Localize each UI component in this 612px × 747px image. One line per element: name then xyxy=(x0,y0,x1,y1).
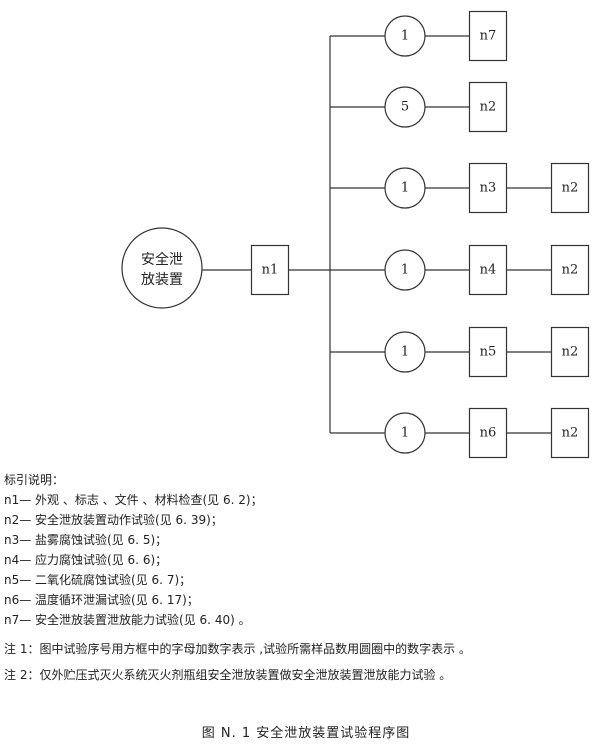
test-box-n2-label: n2 xyxy=(480,100,497,115)
notes: 注 1：图中试验序号用方框中的字母加数字表示 ,试验所需样品数用圆圈中的数字表示… xyxy=(4,636,608,688)
safety-relief-device-label: 安全泄放装置 xyxy=(141,251,183,288)
legend-item-n7: n7— 安全泄放装置泄放能力试验(见 6. 40) 。 xyxy=(4,613,251,627)
test-box-n7-label: n7 xyxy=(480,29,497,44)
note-2: 注 2：仅外贮压式灭火系统灭火剂瓶组安全泄放装置做安全泄放装置泄放能力试验 。 xyxy=(4,668,452,682)
diagram-nodes: 安全泄放装置 n1 1 n7 5 n2 1 n3 n2 1 n4 n2 1 n5 n2 1 n6 n2 xyxy=(121,10,590,459)
legend-item-n6: n6— 温度循环泄漏试验(见 6. 17)； xyxy=(4,593,199,607)
test-box-n2 xyxy=(550,162,590,214)
sample-count-circle xyxy=(384,15,426,57)
sample-count-label: 1 xyxy=(401,29,409,44)
test-box-n5-label: n5 xyxy=(480,345,497,360)
sample-count-label: 1 xyxy=(401,181,409,196)
sample-count-circle xyxy=(384,249,426,291)
sample-count-circle xyxy=(384,412,426,454)
sample-count-label: 1 xyxy=(401,263,409,278)
test-box-n5 xyxy=(468,326,508,378)
figure-caption: 图 N. 1 安全泄放装置试验程序图 xyxy=(201,726,411,741)
test-box-n1-label: n1 xyxy=(262,263,279,278)
test-procedure-diagram: 安全泄放装置 n1 1 n7 5 n2 1 n3 n2 1 n4 n2 1 n5 n2 1 n6 n2 xyxy=(121,10,590,459)
test-box-n6-label: n6 xyxy=(480,426,497,441)
sample-count-circle xyxy=(384,86,426,128)
test-box-n2 xyxy=(550,326,590,378)
test-box-n2 xyxy=(550,407,590,459)
test-box-n6 xyxy=(468,407,508,459)
sample-count-label: 5 xyxy=(401,100,409,115)
legend-heading: 标引说明： xyxy=(4,473,65,487)
test-box-n3 xyxy=(468,162,508,214)
test-box-n3-label: n3 xyxy=(480,181,497,196)
test-box-n2-label: n2 xyxy=(562,426,579,441)
test-box-n2 xyxy=(468,81,508,133)
sample-count-label: 1 xyxy=(401,426,409,441)
sample-count-circle xyxy=(384,167,426,209)
test-box-n7 xyxy=(468,10,508,62)
test-box-n2 xyxy=(550,244,590,296)
test-box-n4-label: n4 xyxy=(480,263,497,278)
test-box-n4 xyxy=(468,244,508,296)
test-box-n1 xyxy=(250,244,290,296)
note-1: 注 1：图中试验序号用方框中的字母加数字表示 ,试验所需样品数用圆圈中的数字表示… xyxy=(4,642,471,656)
test-box-n2-label: n2 xyxy=(562,345,579,360)
sample-count-label: 1 xyxy=(401,345,409,360)
legend-item-n2: n2— 安全泄放装置动作试验(见 6. 39)； xyxy=(4,513,223,527)
legend-item-n5: n5— 二氧化硫腐蚀试验(见 6. 7)； xyxy=(4,573,192,587)
test-box-n2-label: n2 xyxy=(562,263,579,278)
safety-relief-device-circle xyxy=(121,227,203,309)
sample-count-circle xyxy=(384,331,426,373)
legend: 标引说明： n1— 外观 、标志 、文件 、材料检查(见 6. 2)； n2— … xyxy=(4,470,608,688)
legend-item-n1: n1— 外观 、标志 、文件 、材料检查(见 6. 2)； xyxy=(4,493,263,507)
legend-item-n3: n3— 盐雾腐蚀试验(见 6. 5)； xyxy=(4,533,168,547)
connector-lines xyxy=(202,35,552,434)
legend-item-n4: n4— 应力腐蚀试验(见 6. 6)； xyxy=(4,553,168,567)
test-box-n2-label: n2 xyxy=(562,181,579,196)
